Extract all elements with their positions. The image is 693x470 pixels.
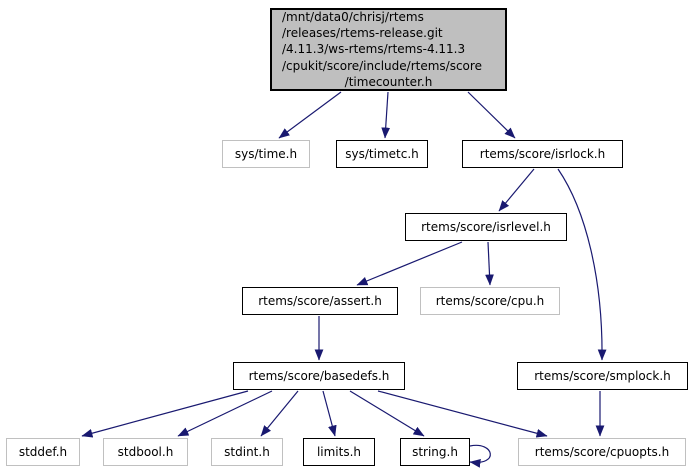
edge-basedefs-to-cpuopts (377, 390, 548, 438)
node-cpuopts-h: rtems/score/cpuopts.h (518, 438, 686, 466)
node-stdbool-h: stdbool.h (103, 438, 188, 466)
node-sys-time-h: sys/time.h (222, 140, 310, 168)
edge-basedefs-to-stdbool (177, 390, 273, 437)
edge-basedefs-to-string (349, 390, 425, 437)
edge-basedefs-to-stdint (260, 390, 299, 437)
edge-basedefs-to-stddef (81, 390, 249, 438)
node-isrlock-h[interactable]: rtems/score/isrlock.h (462, 140, 623, 168)
node-stddef-h: stddef.h (6, 438, 80, 466)
node-string-h[interactable]: string.h (400, 438, 470, 466)
node-timecounter-line: /releases/rtems-release.git (282, 26, 443, 41)
node-timecounter-line: /mnt/data0/chrisj/rtems (282, 10, 424, 24)
edge-isrlevel-to-assert (356, 241, 463, 286)
node-assert-h[interactable]: rtems/score/assert.h (242, 287, 398, 315)
edge-basedefs-to-limits (322, 390, 337, 437)
node-timecounter-line: /cpukit/score/include/rtems/score (282, 58, 482, 73)
node-timecounter-line: /4.11.3/ws-rtems/rtems-4.11.3 (282, 42, 466, 57)
edge-isrlock-to-isrlevel (498, 168, 535, 212)
node-cpu-h: rtems/score/cpu.h (420, 287, 560, 315)
edge-isrlock-to-smplock (557, 168, 607, 361)
node-timecounter-line: /timecounter.h (344, 74, 433, 89)
edge-isrlevel-to-cpu (485, 241, 494, 286)
node-limits-h[interactable]: limits.h (303, 438, 375, 466)
edge-timecounter-to-isrlock (467, 91, 516, 139)
edge-timecounter-to-sys-time (278, 91, 342, 139)
node-sys-timetc-h[interactable]: sys/timetc.h (336, 140, 428, 168)
edge-timecounter-to-sys-timetc (381, 91, 391, 139)
node-stdint-h: stdint.h (211, 438, 283, 466)
edge-string-self-loop (469, 444, 491, 468)
node-smplock-h[interactable]: rtems/score/smplock.h (517, 362, 688, 390)
node-isrlevel-h[interactable]: rtems/score/isrlevel.h (405, 213, 567, 241)
node-timecounter-h: /mnt/data0/chrisj/rtems /releases/rtems-… (270, 8, 507, 91)
node-basedefs-h[interactable]: rtems/score/basedefs.h (233, 362, 405, 390)
